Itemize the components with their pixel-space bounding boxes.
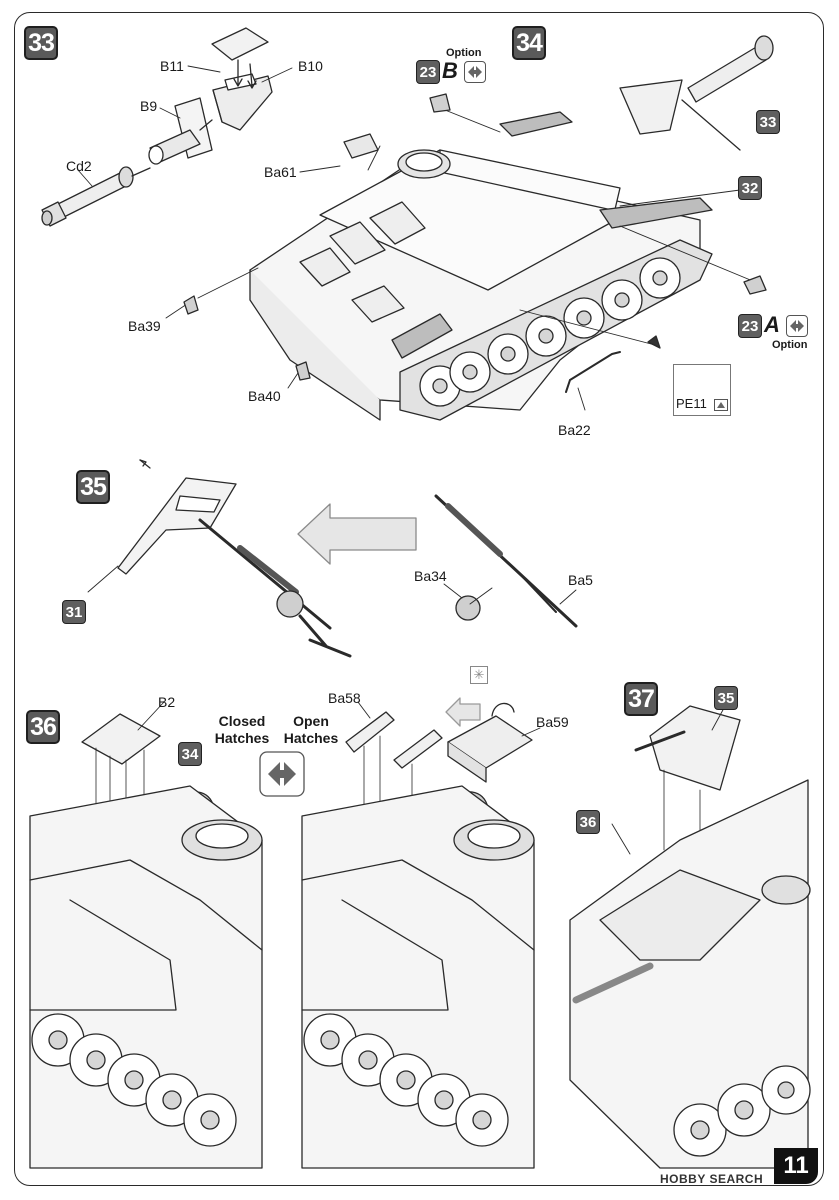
hatch-ba59 xyxy=(447,715,533,769)
step-34-badge: 34 xyxy=(512,26,546,60)
transfer-arrow xyxy=(297,503,417,565)
watermark: HOBBY SEARCH xyxy=(660,1172,764,1186)
option-b-ref: 23 xyxy=(416,60,440,84)
label-ba34: Ba34 xyxy=(414,568,447,584)
pe11-box: PE11 xyxy=(673,364,731,416)
hatch-ba58 xyxy=(345,711,395,753)
mg-shield-37 xyxy=(649,705,741,791)
mg-shield xyxy=(117,477,237,575)
step-35-badge: 35 xyxy=(76,470,110,504)
step-33-badge: 33 xyxy=(24,26,58,60)
option-a-word: Option xyxy=(772,339,808,351)
open-hatches-title: Open Hatches xyxy=(283,713,339,746)
swap-icon-b xyxy=(464,61,486,83)
ref-36: 36 xyxy=(576,810,600,834)
option-a-ref: 23 xyxy=(738,314,762,338)
step37-drawing xyxy=(569,705,811,1169)
ref-34: 34 xyxy=(178,742,202,766)
part-b11 xyxy=(211,27,269,61)
ref-35: 35 xyxy=(714,686,738,710)
page-frame xyxy=(14,12,824,1186)
step-37-badge: 37 xyxy=(624,682,658,716)
step34-drawing xyxy=(165,35,774,421)
swap-icon-a xyxy=(786,315,808,337)
step33-drawing xyxy=(41,27,293,227)
ref-31: 31 xyxy=(62,600,86,624)
pe-icon xyxy=(714,399,728,411)
label-b11: B11 xyxy=(160,58,184,74)
label-ba5: Ba5 xyxy=(568,572,593,588)
closed-hatches-title: Closed Hatches xyxy=(214,713,270,746)
label-ba61: Ba61 xyxy=(264,164,297,180)
label-ba39: Ba39 xyxy=(128,318,161,334)
option-b-letter: B xyxy=(442,58,458,83)
page-number: 11 xyxy=(774,1148,818,1184)
label-b9: B9 xyxy=(140,98,158,114)
label-b10: B10 xyxy=(298,58,323,74)
label-pe11: PE11 xyxy=(676,396,707,411)
step36-drawing xyxy=(29,697,541,1169)
option-b-word: Option xyxy=(446,47,482,59)
label-ba58: Ba58 xyxy=(328,690,361,706)
step-36-badge: 36 xyxy=(26,710,60,744)
label-ba22: Ba22 xyxy=(558,422,591,438)
label-ba40: Ba40 xyxy=(248,388,281,404)
label-b2: B2 xyxy=(158,694,176,710)
step35-drawing xyxy=(87,459,578,658)
label-ba59: Ba59 xyxy=(536,714,569,730)
hatch-b2 xyxy=(81,713,161,765)
label-cd2: Cd2 xyxy=(66,158,92,174)
ref-33: 33 xyxy=(756,110,780,134)
asterisk-note: ✳ xyxy=(470,666,488,684)
ref-32: 32 xyxy=(738,176,762,200)
option-a-letter: A xyxy=(764,312,780,337)
